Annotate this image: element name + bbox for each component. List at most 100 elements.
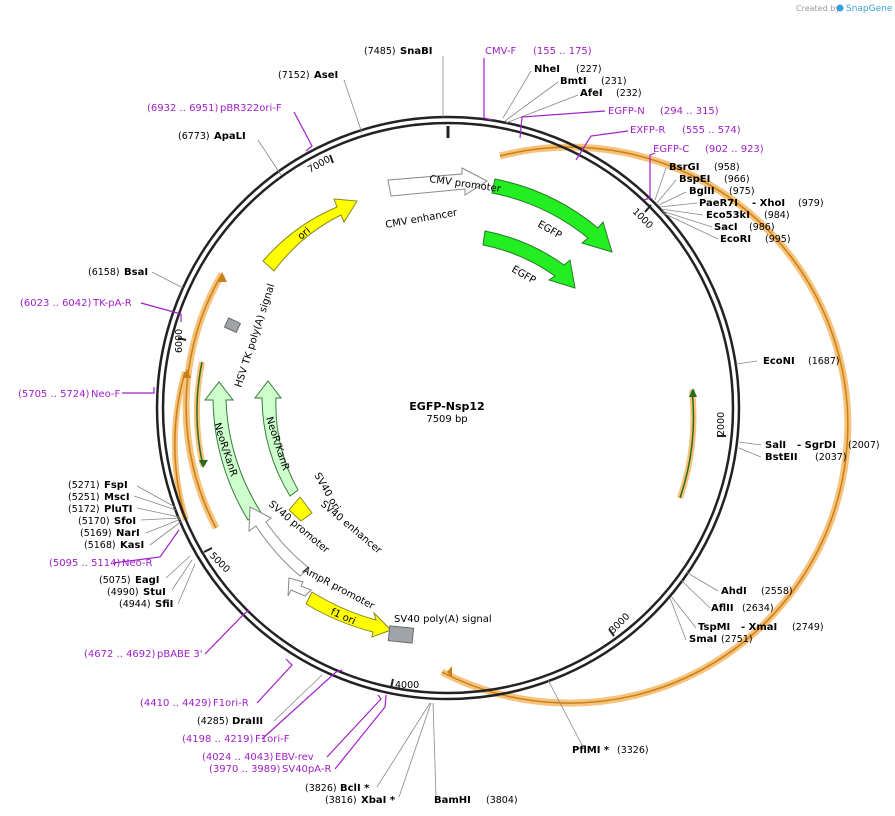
site-apali-pos: (6773) (178, 131, 210, 142)
sv40-promoter-arrow (248, 506, 310, 577)
site-bmti-pos: (231) (601, 76, 627, 87)
neo-kan-arrow-inner (253, 380, 299, 497)
tick-3000: 3000 (607, 611, 632, 636)
site-snabi: SnaBI (400, 46, 432, 57)
site-bcli: BclI * (340, 783, 370, 794)
primer-neo-f-range: (5705 .. 5724) (18, 389, 90, 400)
site-ahdi-pos: (2558) (761, 586, 793, 597)
site-bsteii: BstEII (765, 452, 798, 463)
plasmid-name: EGFP-Nsp12 (409, 400, 484, 413)
site-bspei-pos: (966) (724, 174, 750, 185)
site-xmai: - XmaI (741, 622, 777, 633)
site-econi-pos: (1687) (808, 356, 840, 367)
site-bglii-pos: (975) (729, 186, 755, 197)
site-eagi: EagI (135, 575, 159, 586)
cmv-enhancer-arrow (387, 167, 488, 197)
site-stui-pos: (4990) (107, 587, 139, 598)
site-xhoi-pos: (979) (798, 198, 824, 209)
orf-highlights (171, 143, 852, 707)
site-econi: EcoNI (763, 356, 795, 367)
primer-ebv-rev-range: (4024 .. 4043) (202, 752, 274, 763)
watermark-created-by: Created by (796, 4, 840, 13)
primer-egfp-c: EGFP-C (653, 144, 689, 155)
primer-pbabe3-range: (4672 .. 4692) (84, 649, 156, 660)
cmv-enhancer-label: CMV enhancer (385, 207, 459, 231)
primer-cmv-f: CMV-F (485, 46, 516, 57)
site-xbai-pos: (3816) (325, 795, 357, 806)
neo-kan-arrow-outer (203, 381, 263, 521)
primer-egfp-n-range: (294 .. 315) (660, 106, 719, 117)
site-sali: SalI (765, 440, 786, 451)
site-xmai-pos: (2749) (792, 622, 824, 633)
site-eagi-pos: (5075) (99, 575, 131, 586)
site-snabi-pos: (7485) (364, 46, 396, 57)
ampr-promoter-arrow (287, 577, 312, 597)
egfp-arrow-inner (482, 230, 576, 289)
primer-cmv-f-range: (155 .. 175) (533, 46, 592, 57)
site-leaders (133, 56, 762, 798)
primer-pbabe3: pBABE 3' (157, 649, 203, 660)
tick-5000: 5000 (207, 550, 232, 575)
site-tspmi: TspMI (698, 622, 730, 633)
sv40-polya-box (387, 625, 415, 644)
site-pflmi: PflMI * (572, 745, 610, 756)
site-draiii-pos: (4285) (197, 716, 229, 727)
site-pluti-pos: (5172) (68, 504, 100, 515)
site-afei: AfeI (580, 88, 603, 99)
site-saci-pos: (986) (749, 222, 775, 233)
site-eco53ki: Eco53kI (706, 210, 750, 221)
site-msci-pos: (5251) (68, 492, 100, 503)
tick-6000: 6000 (174, 329, 185, 353)
plasmid-size: 7509 bp (426, 414, 467, 425)
primer-leaders (112, 58, 656, 770)
egfp-label-inner: EGFP (510, 264, 538, 286)
site-sfii: SfiI (155, 599, 173, 610)
sv40-ori-box (288, 496, 313, 522)
primer-exfp-r: EXFP-R (630, 125, 665, 136)
site-xhoi: - XhoI (752, 198, 785, 209)
site-bsteii-pos: (2037) (815, 452, 847, 463)
site-ecori-pos: (995) (765, 234, 791, 245)
sv40-polya-label: SV40 poly(A) signal (394, 614, 492, 625)
backbone-outer (155, 115, 741, 701)
site-draiii: DraIII (232, 716, 263, 727)
site-aflii-pos: (2634) (742, 603, 774, 614)
site-sfoi-pos: (5170) (78, 516, 110, 527)
primer-egfp-n: EGFP-N (608, 106, 645, 117)
egfp-arrow-outer (491, 178, 613, 253)
site-ahdi: AhdI (721, 586, 747, 597)
site-bspei: BspEI (679, 174, 710, 185)
site-asei-pos: (7152) (278, 70, 310, 81)
site-msci: MscI (104, 492, 130, 503)
site-nhei-pos: (227) (576, 64, 602, 75)
site-fspi-pos: (5271) (68, 480, 100, 491)
site-sfoi: SfoI (114, 516, 136, 527)
primer-sv40pa-r-range: (3970 .. 3989) (209, 764, 281, 775)
site-sgrdi-pos: (2007) (848, 440, 880, 451)
site-pluti: PluTI (104, 504, 132, 515)
primer-pbr322ori-f: pBR322ori-F (220, 103, 282, 114)
site-fspi: FspI (104, 480, 128, 491)
hsv-tk-polya-box (223, 317, 241, 334)
primer-neo-f: Neo-F (91, 389, 121, 400)
primer-neo-r: Neo-R (122, 558, 153, 569)
site-bsai: BsaI (124, 267, 148, 278)
primer-f1ori-f-range: (4198 .. 4219) (182, 734, 254, 745)
site-apali: ApaLI (214, 131, 246, 142)
watermark-brand: SnapGene (846, 4, 893, 14)
tick-2000: 2000 (716, 412, 727, 436)
site-eco53ki-pos: (984) (764, 210, 790, 221)
site-pflmi-pos: (3326) (617, 745, 649, 756)
site-afei-pos: (232) (616, 88, 642, 99)
backbone-inner (161, 121, 735, 695)
site-bcli-pos: (3826) (305, 783, 337, 794)
site-sgrdi: - SgrDI (797, 440, 836, 451)
site-bamhi-pos: (3804) (486, 795, 518, 806)
site-xbai: XbaI * (361, 795, 396, 806)
site-bsrgi: BsrGI (669, 162, 699, 173)
site-bsrgi-pos: (958) (714, 162, 740, 173)
tick-1000: 1000 (630, 206, 655, 231)
site-asei: AseI (314, 70, 338, 81)
primer-f1ori-r: F1ori-R (213, 698, 249, 709)
primer-exfp-r-range: (555 .. 574) (682, 125, 741, 136)
